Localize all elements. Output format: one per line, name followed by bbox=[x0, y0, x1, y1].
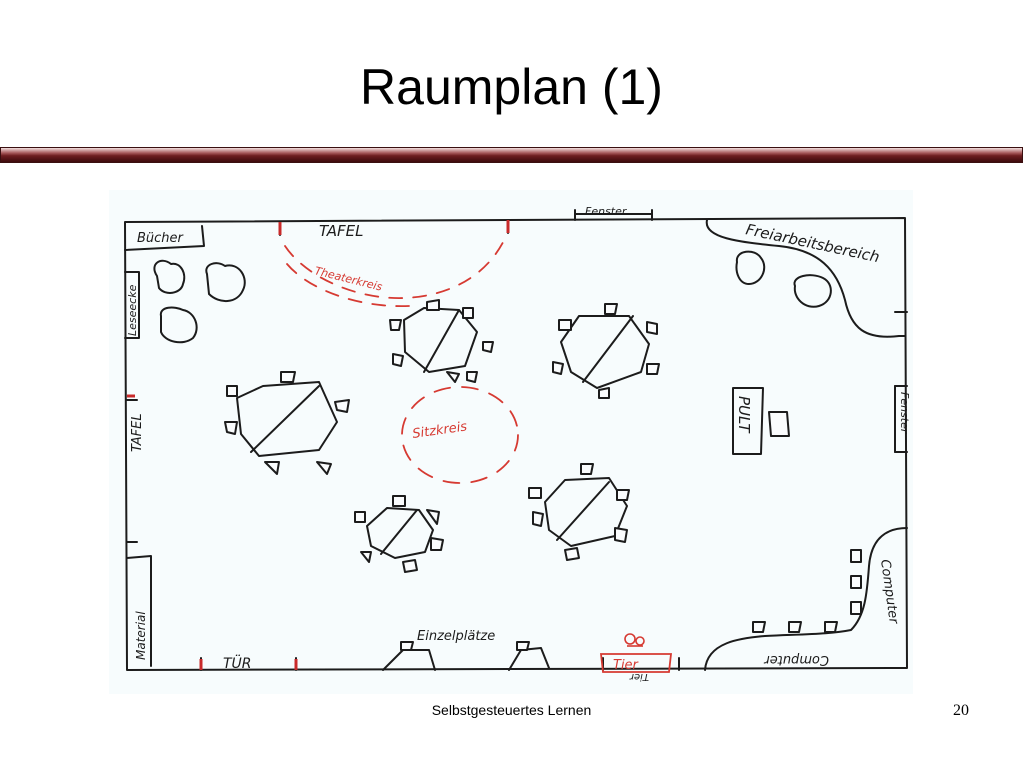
label-tier-mirrored: Tier bbox=[629, 671, 649, 682]
label-tuer: TÜR bbox=[223, 654, 252, 672]
table-group-2 bbox=[552, 303, 660, 399]
label-freiarbeitsbereich: Freiarbeitsbereich bbox=[744, 220, 881, 266]
tier-cage: Tier Tier bbox=[599, 633, 673, 682]
slide-title: Raumplan (1) bbox=[360, 59, 663, 115]
slide-footer: Selbstgesteuertes Lernen bbox=[431, 702, 592, 718]
label-tier: Tier bbox=[613, 658, 640, 673]
table-group-1 bbox=[389, 299, 494, 383]
label-leseecke: Leseecke bbox=[126, 284, 139, 336]
buecher-corner: Bücher bbox=[124, 225, 205, 251]
label-buecher: Bücher bbox=[137, 231, 185, 246]
freiarbeitsbereich-area: Freiarbeitsbereich bbox=[705, 219, 906, 338]
room-plan-drawing: TAFEL Fenster Bücher Leseecke Freiarbeit… bbox=[109, 190, 913, 694]
einzelplaetze-desks: Einzelplätze bbox=[382, 629, 550, 671]
label-sitzkreis: Sitzkreis bbox=[411, 419, 468, 442]
label-tafel-top: TAFEL bbox=[319, 222, 364, 240]
pult-desk: PULT bbox=[732, 387, 790, 455]
label-computer-bottom: Computer bbox=[763, 652, 829, 667]
label-tafel-left: TAFEL bbox=[130, 413, 145, 452]
label-fenster-right: Fenster bbox=[898, 392, 911, 435]
reading-pillows bbox=[153, 259, 246, 344]
label-fenster-top: Fenster bbox=[585, 205, 628, 218]
table-group-3 bbox=[224, 371, 350, 475]
title-divider-bar bbox=[0, 147, 1023, 163]
theaterkreis: Theaterkreis bbox=[284, 233, 508, 307]
room-walls bbox=[124, 217, 908, 671]
table-group-5 bbox=[528, 463, 630, 561]
page-number: 20 bbox=[953, 702, 969, 719]
computer-area: Computer Computer bbox=[704, 527, 908, 671]
label-einzelplaetze: Einzelplätze bbox=[417, 629, 495, 644]
fenster-right: Fenster bbox=[894, 385, 911, 453]
label-pult: PULT bbox=[735, 396, 753, 434]
room-plan-svg: TAFEL Fenster Bücher Leseecke Freiarbeit… bbox=[124, 205, 911, 682]
table-group-4 bbox=[354, 495, 444, 573]
leseecke-shelf: Leseecke bbox=[124, 271, 140, 339]
material-shelf: Material bbox=[126, 555, 152, 667]
label-material: Material bbox=[134, 611, 148, 660]
label-computer-right: Computer bbox=[877, 558, 901, 626]
sitzkreis: Sitzkreis bbox=[401, 386, 519, 484]
